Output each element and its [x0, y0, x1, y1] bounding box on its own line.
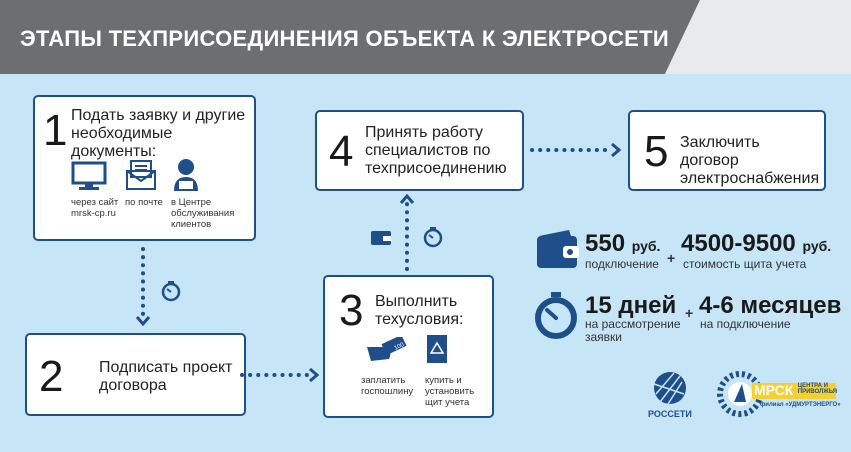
cost-value: 4500-9500 — [681, 230, 796, 257]
option-mail: по почте — [125, 197, 163, 208]
rosseti-logo — [653, 372, 686, 405]
stopwatch-icon — [535, 292, 577, 339]
envelope-icon — [126, 160, 156, 190]
step-2-box: 2 Подписать проект договора — [25, 333, 246, 416]
option-website: через сайт mrsk-cp.ru — [71, 197, 119, 219]
stopwatch-icon — [161, 281, 181, 302]
connection-cost: 550 руб. — [585, 232, 660, 256]
option-service-center: в Центре обслуживания клиентов — [171, 197, 235, 230]
operator-icon — [174, 159, 198, 191]
connection-cost-label: подключение — [585, 257, 659, 271]
meter-cost: 4500-9500 руб. — [681, 232, 831, 256]
review-time-label: на рассмотрение заявки — [585, 317, 681, 344]
mrsk-branch: филиал «УДМУРТЭНЕРГО» — [760, 402, 841, 408]
cost-unit: руб. — [631, 238, 661, 254]
mrsk-name: МРСК — [754, 382, 794, 398]
payment-hand-icon: 100 — [367, 337, 407, 361]
option-install-meter: купить и установить щит учета — [425, 375, 475, 408]
step-text: Подать заявку и другие необходимые докум… — [71, 107, 246, 160]
step-text: Принять работу специалистов по техприсое… — [365, 124, 507, 177]
step-1-box: 1 Подать заявку и другие необходимые док… — [33, 95, 256, 241]
mrsk-logo-text: МРСК ЦЕНТРА И ПРИВОЛЖЬЯ — [752, 382, 838, 399]
connection-time-label: на подключение — [700, 317, 791, 331]
review-time: 15 дней — [585, 292, 677, 319]
plus-sign: + — [685, 305, 694, 321]
header: ЭТАПЫ ТЕХПРИСОЕДИНЕНИЯ ОБЪЕКТА К ЭЛЕКТРО… — [0, 0, 851, 74]
svg-text:100: 100 — [394, 342, 406, 352]
step-number: 2 — [39, 352, 64, 401]
connection-time: 4-6 месяцев — [699, 292, 842, 319]
arrow-2-to-3 — [240, 367, 320, 383]
meter-cost-label: стоимость щита учета — [683, 257, 807, 271]
step-text: Выполнить техусловия: — [375, 293, 464, 328]
page-title: ЭТАПЫ ТЕХПРИСОЕДИНЕНИЯ ОБЪЕКТА К ЭЛЕКТРО… — [20, 26, 669, 51]
cost-unit: руб. — [802, 238, 832, 254]
plus-sign: + — [667, 250, 676, 266]
step-text: Подписать проект договора — [99, 359, 233, 394]
monitor-icon — [71, 161, 107, 190]
rosseti-logo-text: РОССЕТИ — [648, 409, 692, 419]
wallet-icon — [371, 231, 391, 245]
step-4-box: 4 Принять работу специалистов по техприс… — [315, 110, 524, 191]
step-number: 4 — [329, 127, 354, 176]
step-5-box: 5 Заключить договор электроснабжения — [628, 110, 826, 191]
step-number: 1 — [43, 106, 68, 155]
header-banner — [0, 0, 851, 74]
arrow-1-to-2 — [135, 247, 151, 327]
cost-value: 550 — [585, 230, 626, 257]
step-number: 3 — [339, 286, 364, 335]
option-pay-fee: заплатить госпошлину — [361, 375, 414, 397]
step-text: Заключить договор электроснабжения — [680, 134, 820, 187]
meter-panel-icon — [427, 335, 447, 363]
arrow-4-to-5 — [530, 142, 622, 158]
step-number: 5 — [644, 127, 669, 176]
step-3-box: 3 Выполнить техусловия: 100 заплатить го… — [323, 275, 494, 418]
mrsk-subtitle: ЦЕНТРА И ПРИВОЛЖЬЯ — [797, 383, 838, 395]
arrow-3-to-4 — [399, 193, 415, 271]
stopwatch-icon — [423, 227, 443, 248]
wallet-icon — [537, 230, 579, 268]
